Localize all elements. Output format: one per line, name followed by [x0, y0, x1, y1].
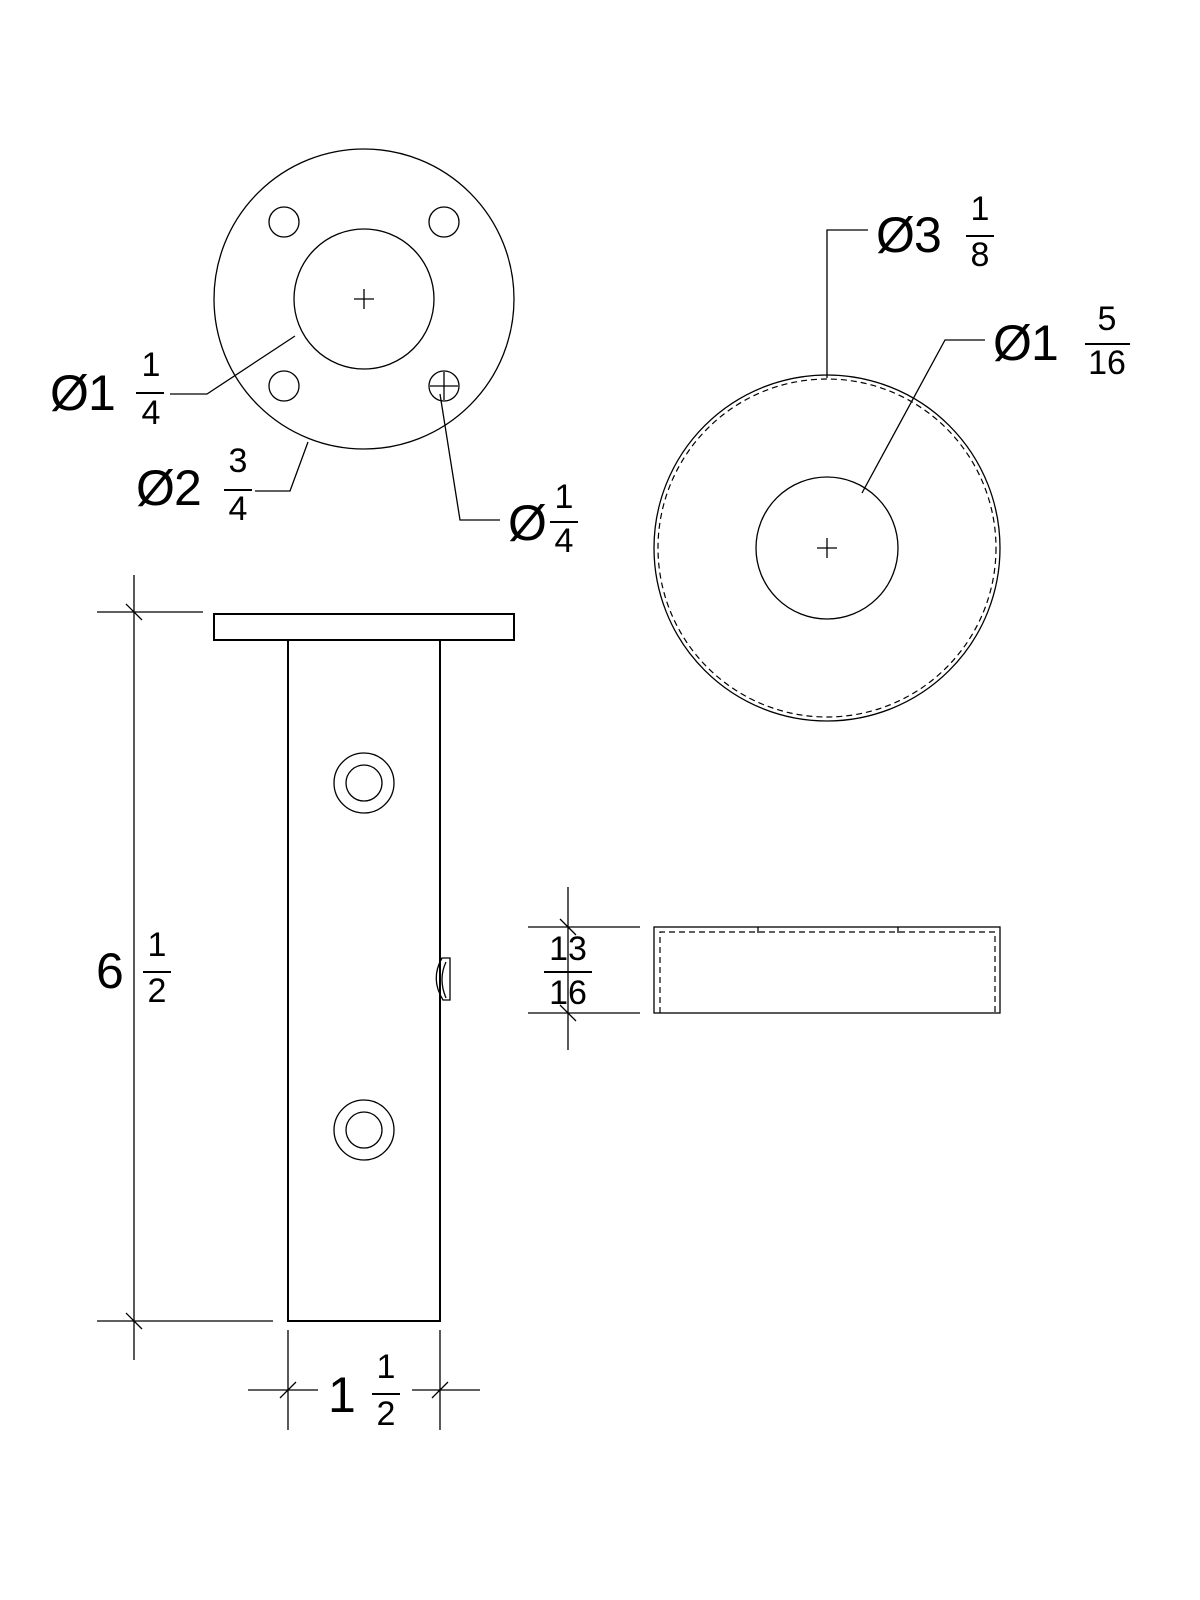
bolt-inner — [345, 1111, 383, 1149]
leader-cover-outer-diameter — [826, 229, 868, 378]
diameter-symbol: Ø — [136, 460, 175, 516]
dim-denominator: 4 — [555, 522, 574, 560]
dim-denominator: 2 — [377, 1395, 396, 1433]
dim-numerator: 1 — [148, 926, 167, 964]
bolt-outer — [333, 752, 395, 814]
dimension-line — [97, 575, 273, 1360]
flange-inner-circle — [293, 228, 435, 370]
dim-cover-outer-diameter: Ø 3 1 8 — [876, 190, 994, 274]
dim-numerator: 13 — [549, 930, 587, 968]
dim-denominator: 4 — [229, 490, 248, 528]
cover-side-view — [653, 926, 1001, 1014]
leader-inner-diameter — [170, 335, 296, 395]
dim-denominator: 16 — [1088, 344, 1126, 382]
dim-flange-outer-diameter: Ø 2 3 4 — [136, 442, 252, 528]
dim-numerator: 3 — [229, 442, 248, 480]
dim-whole: 1 — [328, 1367, 356, 1423]
dim-whole: 2 — [174, 460, 202, 516]
cover-hidden-circle — [657, 378, 997, 718]
set-screw — [435, 957, 451, 1001]
bolt-inner — [345, 764, 383, 802]
flange-plate — [213, 613, 515, 641]
center-mark — [430, 372, 458, 400]
cover-inner-circle — [755, 476, 899, 620]
dim-hole-diameter: Ø 1 4 — [508, 478, 578, 560]
bolt-hole — [268, 370, 300, 402]
dim-numerator: 1 — [142, 346, 161, 384]
bolt-hole — [268, 206, 300, 238]
dim-whole: 6 — [96, 943, 124, 999]
dim-flange-inner-diameter: Ø 1 1 4 — [50, 346, 164, 432]
dim-denominator: 2 — [148, 972, 167, 1010]
cover-hidden-lines — [659, 931, 996, 1013]
flange-top-view — [170, 148, 515, 521]
bolt-hole — [428, 206, 460, 238]
dim-denominator: 8 — [971, 236, 990, 274]
dim-numerator: 1 — [377, 1348, 396, 1386]
dim-cover-inner-diameter: Ø 1 5 16 — [993, 300, 1130, 382]
dim-numerator: 5 — [1098, 300, 1117, 338]
dim-whole: 3 — [914, 207, 942, 263]
diameter-symbol: Ø — [508, 495, 547, 551]
diameter-symbol: Ø — [993, 315, 1032, 371]
flange-outer-circle — [213, 148, 515, 450]
diameter-symbol: Ø — [876, 207, 915, 263]
hidden-edge-ticks — [757, 927, 899, 933]
bolt-outer — [333, 1099, 395, 1161]
post-tube — [287, 640, 441, 1322]
leader-cover-inner-diameter — [861, 339, 985, 494]
dimension-line — [248, 1330, 480, 1430]
dim-whole: 1 — [1031, 315, 1059, 371]
dim-denominator: 16 — [549, 974, 587, 1012]
dim-cover-height: 13 16 — [528, 887, 640, 1050]
leader-hole-diameter — [439, 393, 500, 521]
post-side-view — [213, 613, 515, 1322]
dim-numerator: 1 — [555, 478, 574, 516]
cover-body — [653, 926, 1001, 1014]
dim-whole: 1 — [88, 365, 116, 421]
dim-denominator: 4 — [142, 394, 161, 432]
center-mark — [817, 538, 837, 558]
dim-post-height: 6 1 2 — [96, 575, 273, 1360]
dim-numerator: 1 — [971, 190, 990, 228]
dimension-line — [528, 887, 640, 1050]
dim-post-width: 1 1 2 — [248, 1330, 480, 1433]
bolt-hole — [428, 370, 460, 402]
center-mark — [354, 289, 374, 309]
diameter-symbol: Ø — [50, 365, 89, 421]
leader-outer-diameter — [255, 441, 309, 492]
cover-top-view — [653, 229, 1001, 722]
